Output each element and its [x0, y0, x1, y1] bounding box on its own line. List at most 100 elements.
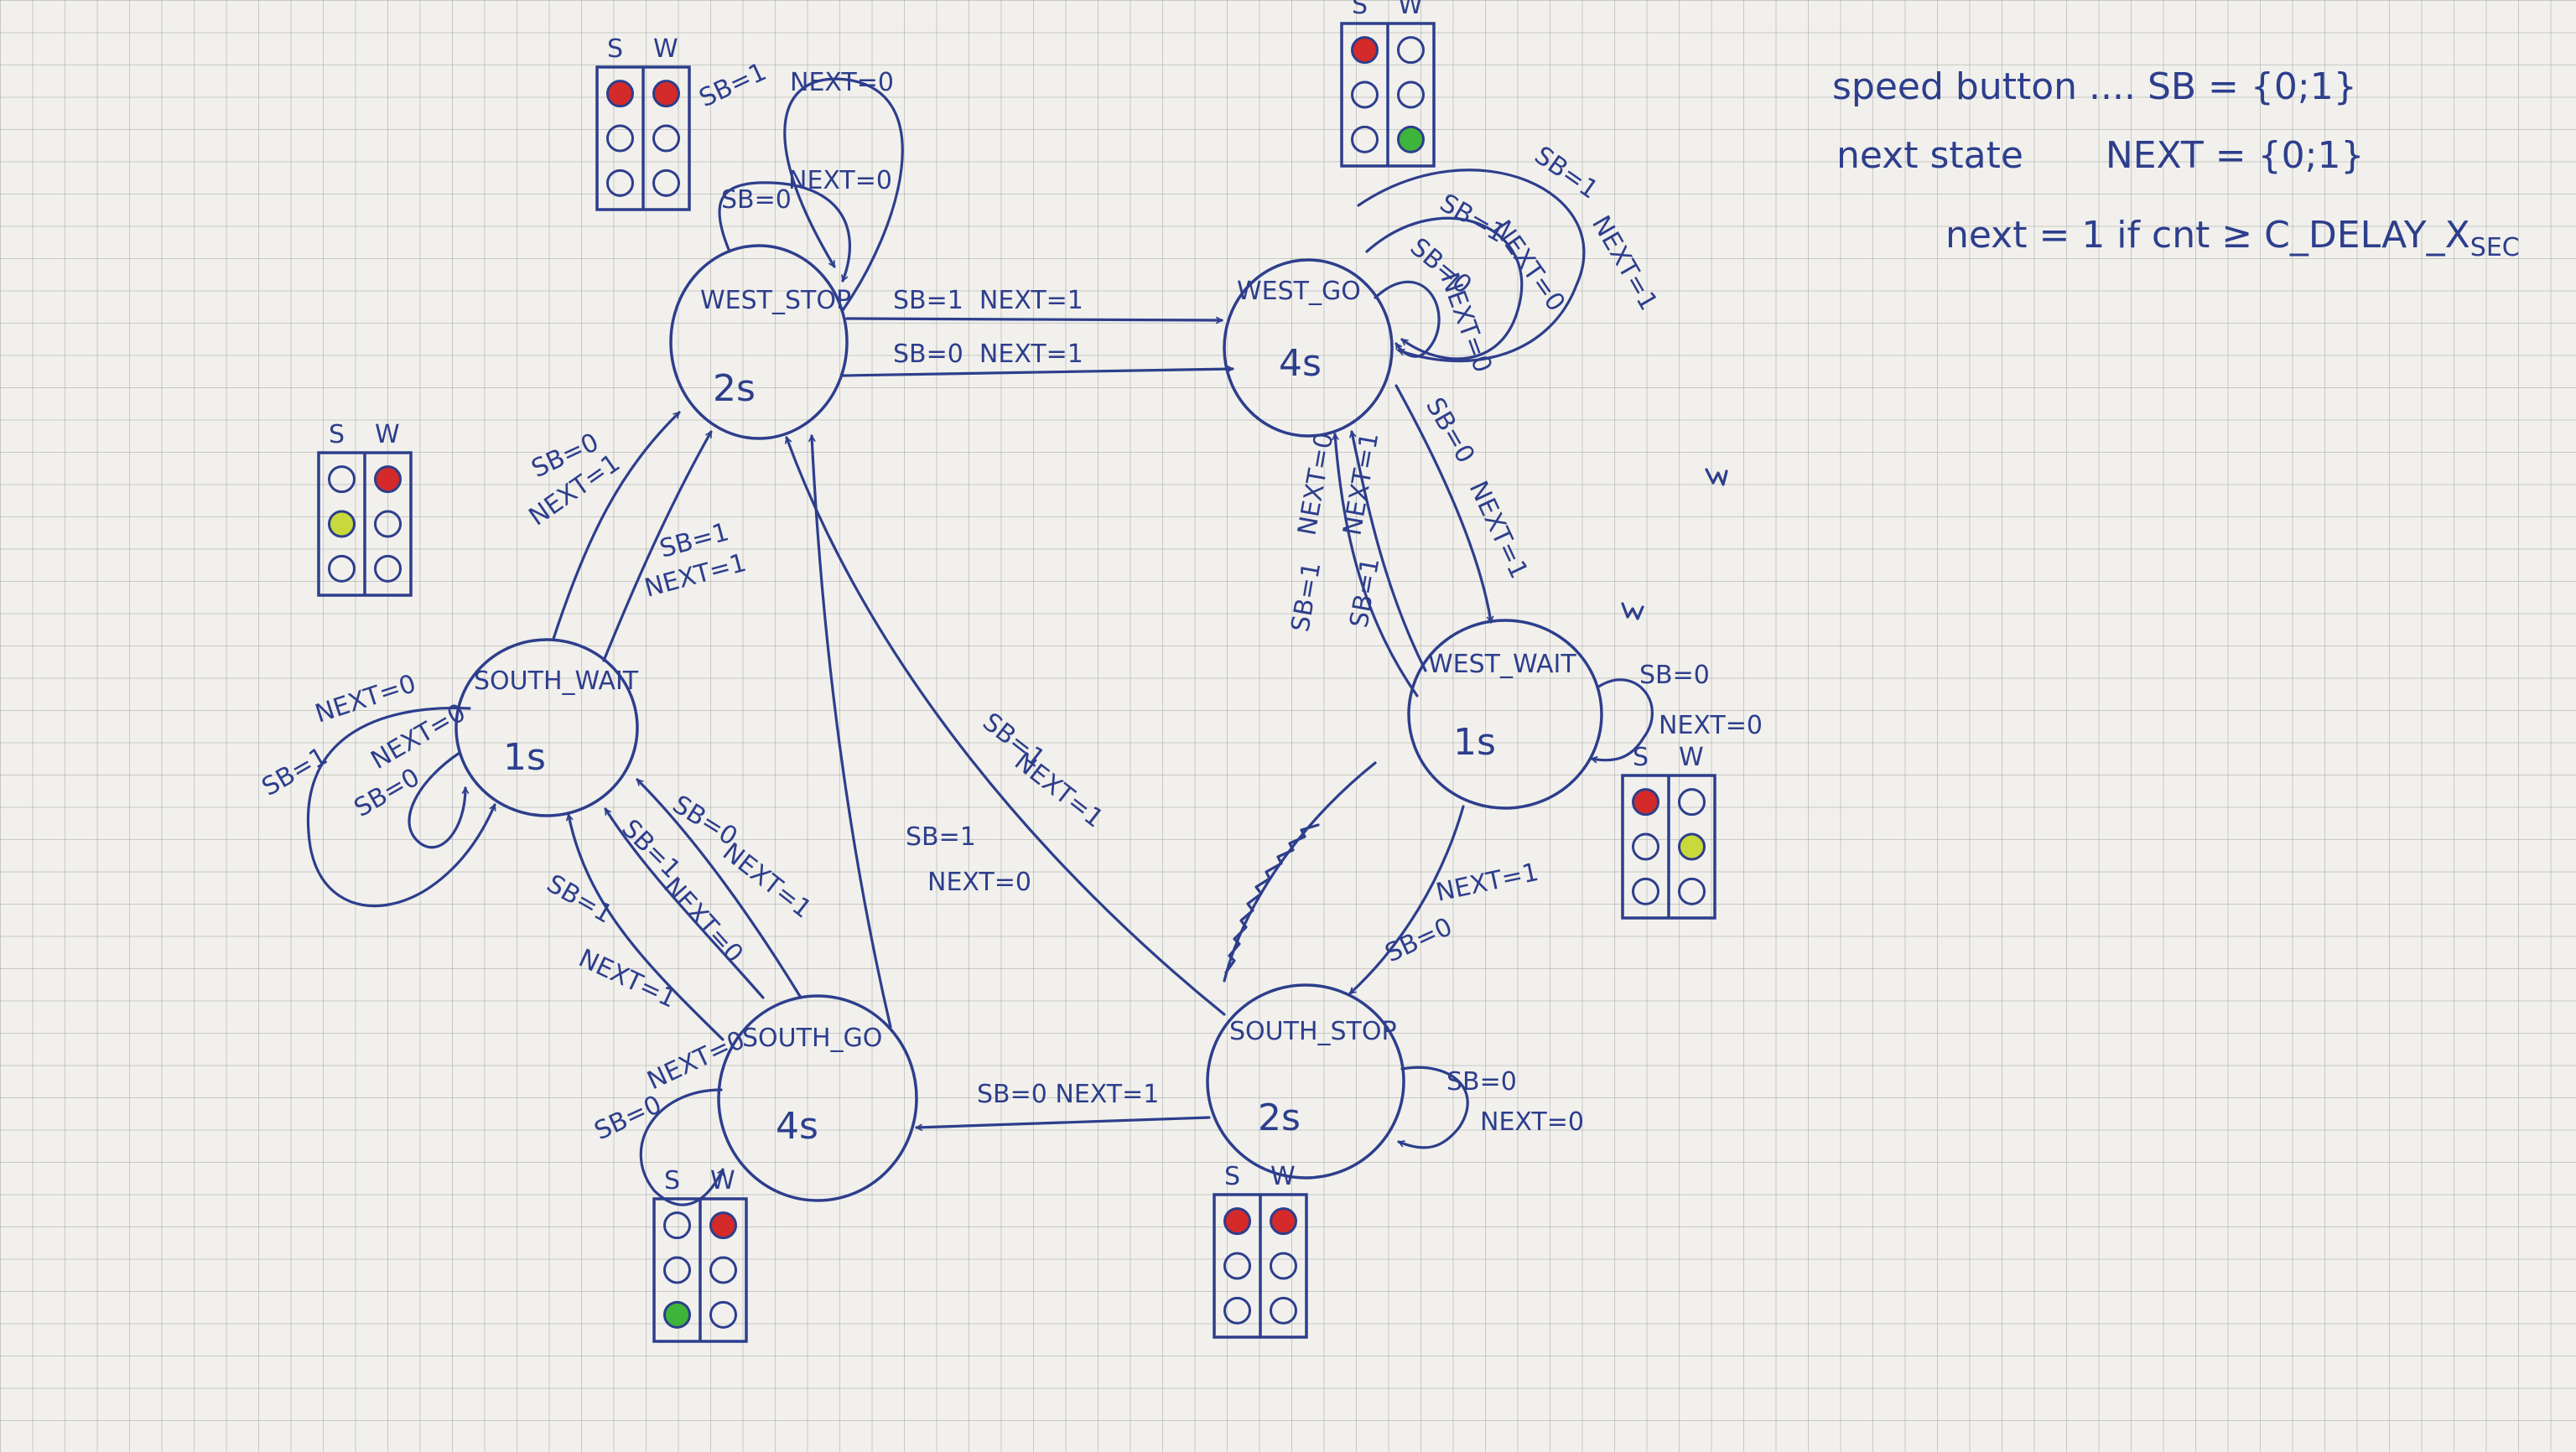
state-duration: 2s [713, 367, 756, 410]
svg-text:SB=1: SB=1 [542, 869, 617, 930]
state-duration: 1s [1453, 721, 1496, 764]
west-lamp-1-off [1397, 36, 1425, 65]
west-column-label: W [1398, 0, 1423, 20]
west-lamp-2-off [652, 124, 680, 153]
state-name: SOUTH_STOP [1229, 1017, 1397, 1046]
south-lamp-3-off [1632, 877, 1659, 905]
transition-south-go-to-west-stop: SB=1 NEXT=0 [812, 436, 1031, 1029]
transition-west-wait-self: SB=0 NEXT=0 [1592, 661, 1763, 760]
svg-text:SB=1: SB=1 [615, 814, 686, 884]
state-south-go: SOUTH_GO 4s [717, 994, 918, 1202]
transition-west-stop-to-west-go-sb0: SB=0 NEXT=1 [841, 340, 1234, 377]
legend-next-state: next state NEXT = {0;1} [1836, 134, 2364, 177]
state-west-go: WEST_GO 4s [1223, 258, 1394, 438]
south-column-label: S [1352, 0, 1368, 20]
svg-text:SB=1: SB=1 [695, 57, 771, 113]
west-column-label: W [653, 34, 678, 64]
west-column-label: W [710, 1166, 735, 1195]
state-name: WEST_GO [1237, 277, 1361, 306]
svg-text:NEXT=1: NEXT=1 [1337, 430, 1384, 537]
west-lamp-2-off [1270, 1252, 1297, 1280]
label-wg-self-sb1b: SB=1 [1529, 141, 1603, 205]
transition-south-wait-self-inner: SB=0 NEXT=0 [350, 698, 470, 849]
south-lamp-2-off [1632, 832, 1659, 861]
svg-text:NEXT=0: NEXT=0 [1292, 430, 1339, 537]
state-south-stop: SOUTH_STOP 2s [1206, 983, 1405, 1180]
svg-text:NEXT=0: NEXT=0 [643, 1025, 750, 1096]
svg-text:NEXT=0: NEXT=0 [1480, 1107, 1584, 1137]
svg-text:NEXT=1: NEXT=1 [717, 837, 817, 925]
transition-south-stop-self: SB=0 NEXT=0 [1397, 1066, 1584, 1149]
state-name: SOUTH_WAIT [474, 666, 639, 696]
svg-text:SB=1: SB=1 [906, 822, 976, 852]
south-lamp-1-red [1632, 788, 1659, 817]
south-column-label: S [664, 1166, 680, 1195]
state-south-wait: SOUTH_WAIT 1s [454, 638, 639, 817]
svg-text:SB=0: SB=0 [1420, 393, 1480, 469]
west-lamp-1-red [374, 465, 402, 494]
stray-ink-mark [1621, 602, 1644, 620]
south-lamp-1-red [1223, 1207, 1251, 1236]
transition-west-go-self-inner [1374, 280, 1441, 358]
west-lamp-2-off [374, 510, 402, 538]
svg-text:NEXT=0: NEXT=0 [927, 868, 1031, 897]
svg-text:SB=0: SB=0 [1381, 912, 1457, 968]
west-lamp-1-red [709, 1211, 737, 1240]
west-lamp-3-off [1678, 877, 1706, 905]
south-lamp-1-red [606, 80, 634, 108]
svg-text:NEXT=1: NEXT=1 [1463, 477, 1534, 583]
state-duration: 1s [503, 736, 546, 779]
west-lamp-3-green [1397, 125, 1425, 153]
transition-south-stop-to-south-go: SB=0 NEXT=1 [917, 1080, 1211, 1128]
svg-text:NEXT=0: NEXT=0 [657, 872, 749, 969]
west-lamp-1-red [652, 80, 680, 108]
transition-west-go-self-mid [1365, 216, 1524, 360]
west-lamp-2-off [1397, 80, 1425, 109]
west-column-label: W [375, 420, 400, 449]
south-lamp-1-red [1351, 36, 1379, 65]
state-name: WEST_STOP [700, 286, 851, 315]
west-lamp-2-yellow [1678, 832, 1706, 861]
svg-text:NEXT=0: NEXT=0 [312, 669, 420, 729]
south-lamp-3-off [1223, 1296, 1251, 1325]
stray-ink-mark [1705, 468, 1728, 486]
west-lamp-3-off [652, 169, 680, 197]
south-column-label: S [1224, 1162, 1240, 1191]
south-lamp-2-off [663, 1256, 691, 1284]
state-name: SOUTH_GO [742, 1024, 882, 1053]
transition-south-stop-to-west-stop-a: SB=1 NEXT=1 [787, 436, 1226, 1016]
west-lamp-2-off [709, 1256, 737, 1284]
state-west-stop: WEST_STOP 2s [669, 244, 851, 440]
state-name: WEST_WAIT [1428, 650, 1576, 679]
south-lamp-2-off [1351, 80, 1379, 109]
svg-text:NEXT=0: NEXT=0 [788, 166, 892, 195]
svg-text:NEXT=1: NEXT=1 [1433, 858, 1541, 908]
west-lamp-3-off [709, 1300, 737, 1329]
legend-next-condition: next = 1 if cnt ≥ C_DELAY_XSEC [1945, 214, 2520, 262]
west-lamp-1-red [1270, 1207, 1297, 1236]
south-lamp-3-off [606, 169, 634, 197]
transition-south-wait-to-west-stop-b: SB=1 NEXT=1 [602, 430, 750, 662]
transition-west-wait-to-south-stop: NEXT=1 SB=0 [1348, 805, 1541, 995]
south-lamp-3-green [663, 1300, 691, 1329]
south-lamp-2-off [606, 124, 634, 153]
state-duration: 4s [1279, 342, 1322, 385]
south-lamp-2-yellow [328, 510, 356, 538]
svg-text:SB=1 NEXT=1: SB=1 NEXT=1 [893, 286, 1083, 315]
transition-west-go-self-outer [1357, 169, 1586, 363]
svg-text:NEXT=1: NEXT=1 [574, 944, 681, 1014]
scribbled-out-arrow [1223, 761, 1377, 983]
south-lamp-2-off [1223, 1252, 1251, 1280]
svg-text:SB=0 NEXT=1: SB=0 NEXT=1 [893, 340, 1083, 369]
south-column-label: S [607, 34, 623, 64]
svg-text:SB=0: SB=0 [721, 185, 792, 215]
label-wg-self-next1: NEXT=1 [1586, 211, 1663, 316]
west-lamp-3-off [374, 554, 402, 583]
svg-text:SB=1: SB=1 [1285, 560, 1327, 635]
svg-text:NEXT=0: NEXT=0 [790, 68, 894, 97]
west-column-label: W [1270, 1162, 1296, 1191]
legend: speed button .... SB = {0;1} next state … [1832, 65, 2520, 262]
